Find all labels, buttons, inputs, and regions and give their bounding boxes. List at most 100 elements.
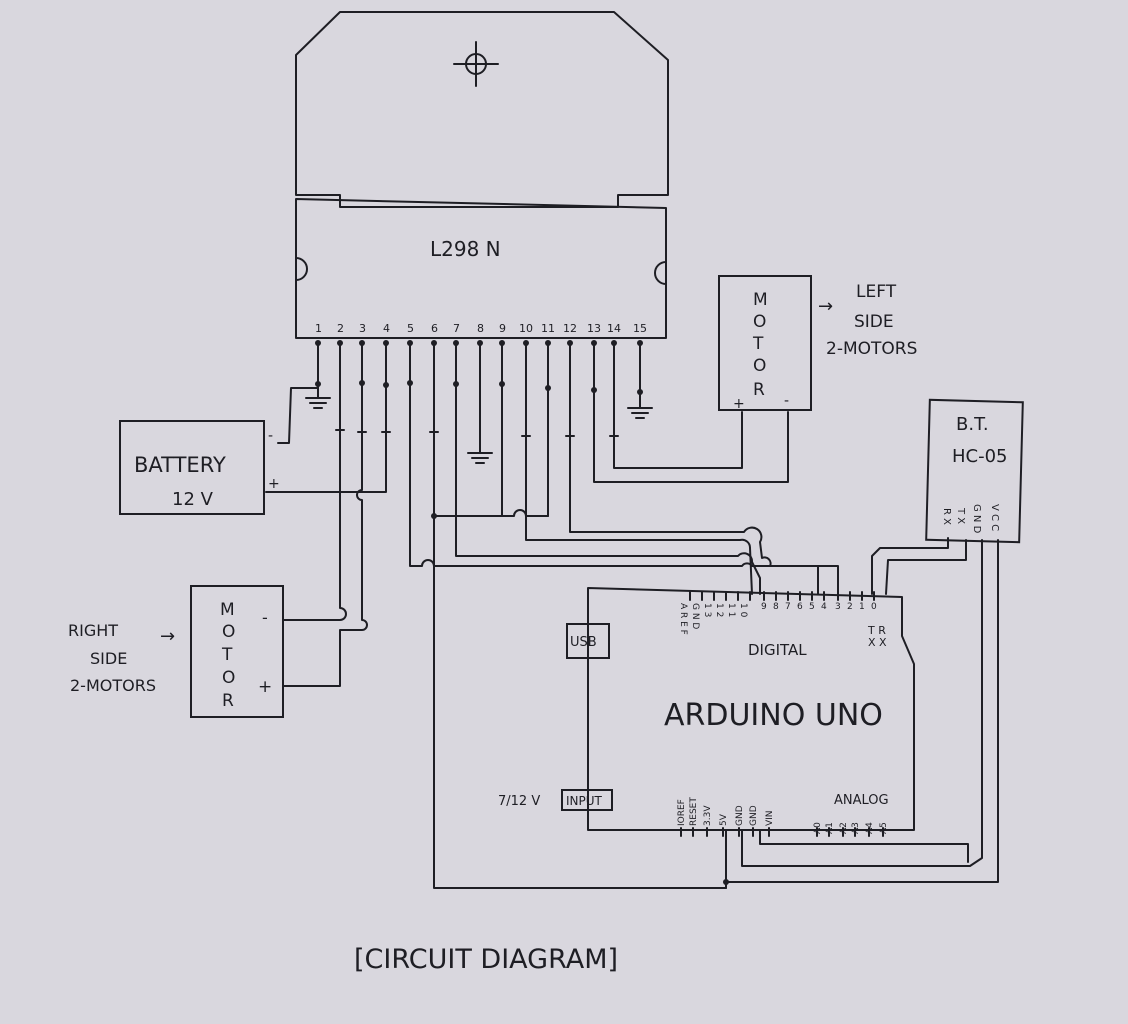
chip-pin-number: 12 [563,322,577,335]
arduino-power-pin-label: 3.3V [703,805,713,826]
right-motor-note-line: 2-MOTORS [70,676,156,695]
chip-pin-leg [453,340,459,346]
arduino-digital-pin-label: 1 2 [714,603,724,617]
arduino-power-pin-label: VIN [765,810,775,826]
arduino-name: ARDUINO UNO [664,698,883,733]
usb-label: USB [570,635,597,650]
arduino-uno: USB INPUT 7/12 V ARDUINO UNO DIGITAL ANA… [498,587,915,837]
input-label: INPUT [566,794,603,808]
battery-voltage: 12 V [172,489,214,510]
arduino-digital-pin-label: 6 [797,602,803,612]
chip-pin-leg [337,340,343,346]
chip-pin-leg [359,340,365,346]
right-motor-letter: T [221,645,233,665]
bt-pin-label: G N D [971,504,982,534]
chip-pin-leg [383,340,389,346]
right-motor-arrow-icon: → [160,626,175,647]
right-motor-letter: O [222,622,235,642]
left-motor-note-line: 2-MOTORS [826,339,917,359]
chip-pin-leg [315,340,321,346]
arduino-digital-pin-label: G N D [690,603,700,629]
arduino-power-pin-label: IOREF [677,799,687,826]
battery: BATTERY 12 V - + [119,420,280,515]
chip-pin-leg [523,340,529,346]
chip-pin-number: 7 [453,322,460,335]
chip-pin-leg [637,340,643,346]
chip-pin-number: 9 [499,322,506,335]
arduino-digital-pin-label: 1 1 [726,603,736,617]
chip-pin-number: 6 [431,322,438,335]
arduino-digital-pin-label: 2 [847,602,853,612]
chip-pin-number: 15 [633,322,647,335]
arduino-analog-pin-label: A4 [865,822,875,834]
chip-pin-number: 8 [477,322,484,335]
left-motor-arrow-icon: → [818,296,833,317]
chip-pin-leg [567,340,573,346]
battery-plus-label: + [268,476,280,492]
bt-title: B.T. [956,414,989,435]
chip-pin-number: 10 [519,322,533,335]
arduino-digital-pin-label: 5 [809,602,815,612]
arduino-power-pin-label: GND [749,805,759,826]
bt-pin-label: R X [941,508,952,525]
arduino-digital-pin-label: 9 [761,602,767,612]
arduino-digital-pin-label: 1 0 [738,603,748,618]
arduino-power-pin-label: RESET [689,797,699,826]
arduino-digital-pin-label: 7 [785,602,791,612]
bluetooth-wires [723,537,999,889]
right-motor-letter: R [222,691,234,711]
left-motor-letter: O [753,356,766,376]
chip-pin-leg [431,340,437,346]
arduino-digital-pin-label: 0 [871,602,877,612]
chip-pin-leg [591,340,597,346]
right-motor-minus: - [262,608,268,627]
chip-pin-number: 14 [607,322,621,335]
chip-pin-number: 4 [383,322,390,335]
diagram-caption: [CIRCUIT DIAGRAM] [354,944,618,975]
right-motor: M O T O R - + → RIGHT SIDE 2-MOTORS [68,585,284,718]
bt-pin-label: T X [955,507,966,524]
left-motor-letter: M [753,290,768,310]
arduino-analog-pin-label: A0 [813,822,823,834]
arduino-power-pin-label: GND [735,805,745,826]
left-motor-letter: T [752,334,764,354]
left-motor: M O T O R + - → LEFT SIDE 2-MOTORS [718,275,917,412]
left-motor-letter: O [753,312,766,332]
chip-pin-number: 1 [315,322,322,335]
digital-label: DIGITAL [748,641,807,659]
arduino-power-pin-label: 5V [719,813,729,826]
battery-minus-label: - [268,428,273,444]
right-motor-plus: + [258,677,272,697]
chip-wires [265,340,839,889]
arduino-digital-pin-label: 1 3 [702,603,712,617]
arduino-digital-pin-label: 3 [835,602,841,612]
left-motor-note-line: SIDE [854,312,894,332]
chip-pin-leg [545,340,551,346]
arduino-digital-pin-label: 8 [773,602,779,612]
right-motor-note-line: RIGHT [68,621,118,640]
chip-pin-number: 3 [359,322,366,335]
chip-label: L298 N [430,237,501,261]
chip-pin-number: 13 [587,322,601,335]
left-motor-minus: - [784,393,789,409]
left-motor-note-line: LEFT [856,282,897,302]
bt-pin-label: V C C [989,504,1000,531]
analog-label: ANALOG [834,793,889,808]
chip-pin-leg [477,340,483,346]
tr-label-xx: X X [868,636,887,649]
chip-pin-number: 11 [541,322,555,335]
arduino-digital-pin-label: 1 [859,602,865,612]
left-motor-plus: + [733,396,745,412]
bt-model: HC-05 [952,446,1008,467]
right-motor-letter: M [220,600,235,620]
chip-pin-leg [611,340,617,346]
left-motor-letter: R [753,380,765,400]
chip-pin-leg [499,340,505,346]
arduino-digital-pin-label: A R E F [678,603,688,635]
input-voltage-label: 7/12 V [498,794,540,809]
tr-label: T R [867,624,886,637]
chip-pin-leg [407,340,413,346]
